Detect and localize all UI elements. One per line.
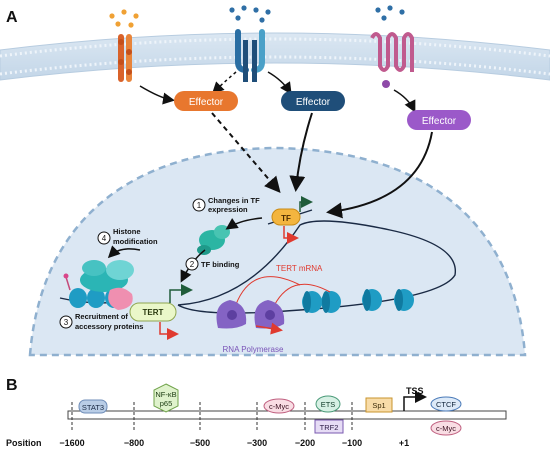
effector-navy-label: Effector [296,97,331,108]
position-tick: −100 [342,438,362,448]
step-1-text-line2: expression [208,205,248,214]
position-tick: −200 [295,438,315,448]
signal-arrows [139,71,416,113]
sp1-label: Sp1 [372,401,385,410]
position-tick: −800 [124,438,144,448]
factor-nfkb: NF-κB p65 [153,383,179,413]
step-4-text-line2: modification [113,237,158,246]
trf2-label: TRF2 [320,423,339,432]
step-3-text-line2: accessory proteins [75,322,143,331]
tf-label: TF [281,214,291,223]
factor-trf2: TRF2 [314,419,344,434]
position-tick: −300 [247,438,267,448]
factor-cmyc-a: c-Myc [263,398,295,414]
effector-purple: Effector [407,110,471,130]
tert-label: TERT [143,308,164,317]
step-1-text-line1: Changes in TF [208,196,260,205]
effector-orange: Effector [174,91,238,111]
step-3-num: 3 [64,318,69,327]
factor-sp1: Sp1 [365,397,393,413]
factor-ctcf: CTCF [430,396,462,412]
step-3: 3 Recruitment of accessory proteins [59,312,143,331]
effector-purple-label: Effector [422,116,457,127]
receptor-blue [229,5,271,82]
ets-label: ETS [321,400,336,409]
position-tick: +1 [399,438,409,448]
step-4-text-line1: Histone [113,227,141,236]
factor-cmyc-b: c-Myc [430,420,462,436]
effector-orange-label: Effector [189,97,224,108]
cell-membrane [0,32,550,81]
tert-mrna-label: TERT mRNA [276,264,323,273]
rna-polymerase: RNA Polymerase [216,300,285,354]
tss-label: TSS [406,386,424,396]
panel-b-letter: B [6,377,18,394]
nfkb-label-line2: p65 [160,399,173,408]
tf-element: TF [267,196,313,244]
step-4: 4 Histone modification [97,227,158,246]
step-2-text: TF binding [201,260,240,269]
receptor-orange [109,9,139,82]
tss-marker: TSS [403,386,427,411]
accessory-proteins [80,260,134,310]
position-label: Position [6,438,42,448]
step-3-text-line1: Recruitment of [75,312,128,321]
step-2-num: 2 [190,260,195,269]
step-1-num: 1 [197,201,202,210]
step-2: 2 TF binding [185,257,240,271]
cmyc-a-label: c-Myc [269,402,289,411]
cmyc-b-label: c-Myc [436,424,456,433]
ctcf-label: CTCF [436,400,456,409]
tert-gene: TERT [129,284,193,340]
position-tick: −1600 [59,438,84,448]
nfkb-label-line1: NF-κB [155,390,176,399]
factor-ets: ETS [315,395,341,413]
position-tick: −500 [190,438,210,448]
stat3-label: STAT3 [82,403,104,412]
factor-stat3: STAT3 [78,399,108,414]
rna-polymerase-label: RNA Polymerase [223,345,284,354]
effector-to-tf-arrows [211,112,433,219]
step-1: 1 Changes in TF expression [192,196,260,214]
receptor-purple [370,5,414,88]
step-4-num: 4 [102,234,107,243]
panel-a-letter: A [6,9,18,26]
effector-navy: Effector [281,91,345,111]
